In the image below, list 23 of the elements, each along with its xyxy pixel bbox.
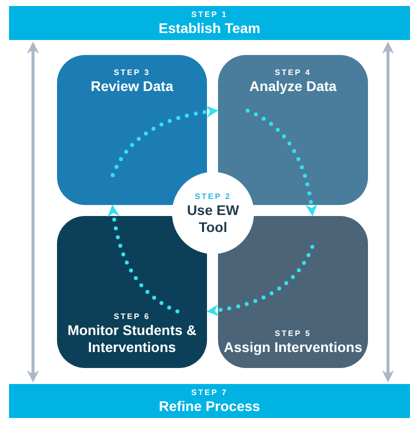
step-tile [218,55,368,205]
step-number: STEP 3 [114,67,150,78]
dotted-arrow [110,106,218,178]
step-title: Analyze Data [249,78,337,95]
step-banner [9,6,410,40]
step-number: STEP 5 [274,328,312,339]
step-title: Use EW Tool [186,202,240,236]
double-arrow [382,42,394,382]
step-number: STEP 7 [191,387,228,398]
dotted-arrow [246,108,318,216]
double-arrow [27,42,39,382]
step-title: Establish Team [158,20,260,37]
step-title: Assign Interventions [224,339,362,356]
step-title: Review Data [90,78,174,95]
dotted-arrow [206,244,314,316]
dotted-arrow [108,204,180,314]
step-number: STEP 6 [114,311,150,322]
step-banner [9,384,410,418]
step-number: STEP 4 [274,67,312,78]
step-number: STEP 1 [191,9,228,20]
step-title: Refine Process [158,398,260,415]
step-title: Monitor Students & Interventions [66,322,198,356]
step-number: STEP 2 [194,190,232,202]
